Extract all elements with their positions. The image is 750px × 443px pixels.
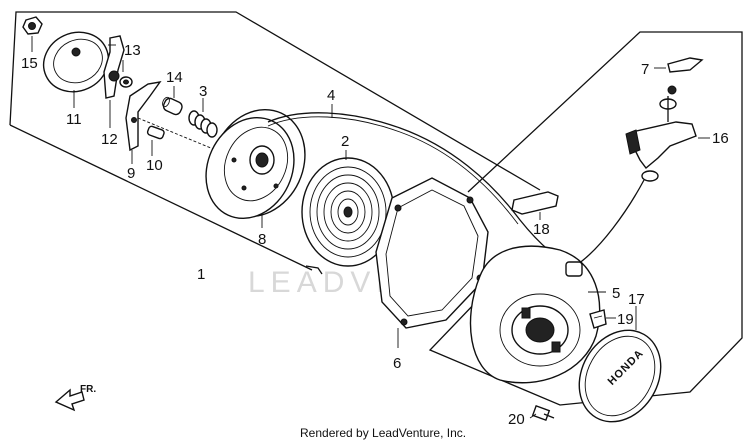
callout-15[interactable]: 15 <box>21 55 38 72</box>
callout-13[interactable]: 13 <box>124 42 141 59</box>
callout-2[interactable]: 2 <box>341 133 349 150</box>
assembly-boundary-1 <box>9 11 541 191</box>
part-16-handle[interactable] <box>625 121 697 182</box>
assembly-boundary-1-lower <box>9 124 313 271</box>
direction-marker: FR. <box>80 384 96 395</box>
part-13-washer[interactable] <box>119 76 133 88</box>
callout-16[interactable]: 16 <box>712 130 729 147</box>
callout-12[interactable]: 12 <box>101 131 118 148</box>
callout-14[interactable]: 14 <box>166 69 183 86</box>
callout-10[interactable]: 10 <box>146 157 163 174</box>
part-7-grip[interactable] <box>667 57 704 73</box>
callout-18[interactable]: 18 <box>533 221 550 238</box>
part-18-label[interactable] <box>511 191 559 215</box>
assembly-boundary-5 <box>428 31 743 406</box>
part-12-ratchet[interactable] <box>103 35 125 99</box>
leader-20 <box>529 413 537 419</box>
rope-knot <box>659 85 677 122</box>
part-15-nut[interactable] <box>22 16 43 35</box>
part-10-pin[interactable] <box>146 125 165 140</box>
callout-7[interactable]: 7 <box>641 61 649 78</box>
callout-20[interactable]: 20 <box>508 411 525 428</box>
part-5-housing[interactable] <box>469 245 601 384</box>
part-9-pawl[interactable] <box>125 81 162 152</box>
part-14-collar[interactable] <box>161 96 184 116</box>
part-11-plate[interactable] <box>34 22 118 102</box>
callout-8[interactable]: 8 <box>258 231 266 248</box>
part-19-clip[interactable] <box>589 309 607 329</box>
callout-19[interactable]: 19 <box>617 311 634 328</box>
callout-5[interactable]: 5 <box>612 285 620 302</box>
callout-3[interactable]: 3 <box>199 83 207 100</box>
callout-9[interactable]: 9 <box>127 165 135 182</box>
part-3-spring[interactable] <box>188 110 218 138</box>
callout-1[interactable]: 1 <box>197 266 205 283</box>
callout-17[interactable]: 17 <box>628 291 645 308</box>
part-8-reel[interactable] <box>190 94 322 233</box>
part-17-cover[interactable]: HONDA <box>563 315 677 436</box>
part-2-spring[interactable] <box>301 157 395 275</box>
callout-11[interactable]: 11 <box>66 111 82 128</box>
part-20-bolt[interactable] <box>531 405 555 421</box>
front-direction-arrow: FR. <box>54 384 96 412</box>
callout-4[interactable]: 4 <box>327 87 335 104</box>
part-4-rope[interactable] <box>267 112 645 267</box>
callout-6[interactable]: 6 <box>393 355 401 372</box>
render-credit: Rendered by LeadVenture, Inc. <box>300 426 466 440</box>
